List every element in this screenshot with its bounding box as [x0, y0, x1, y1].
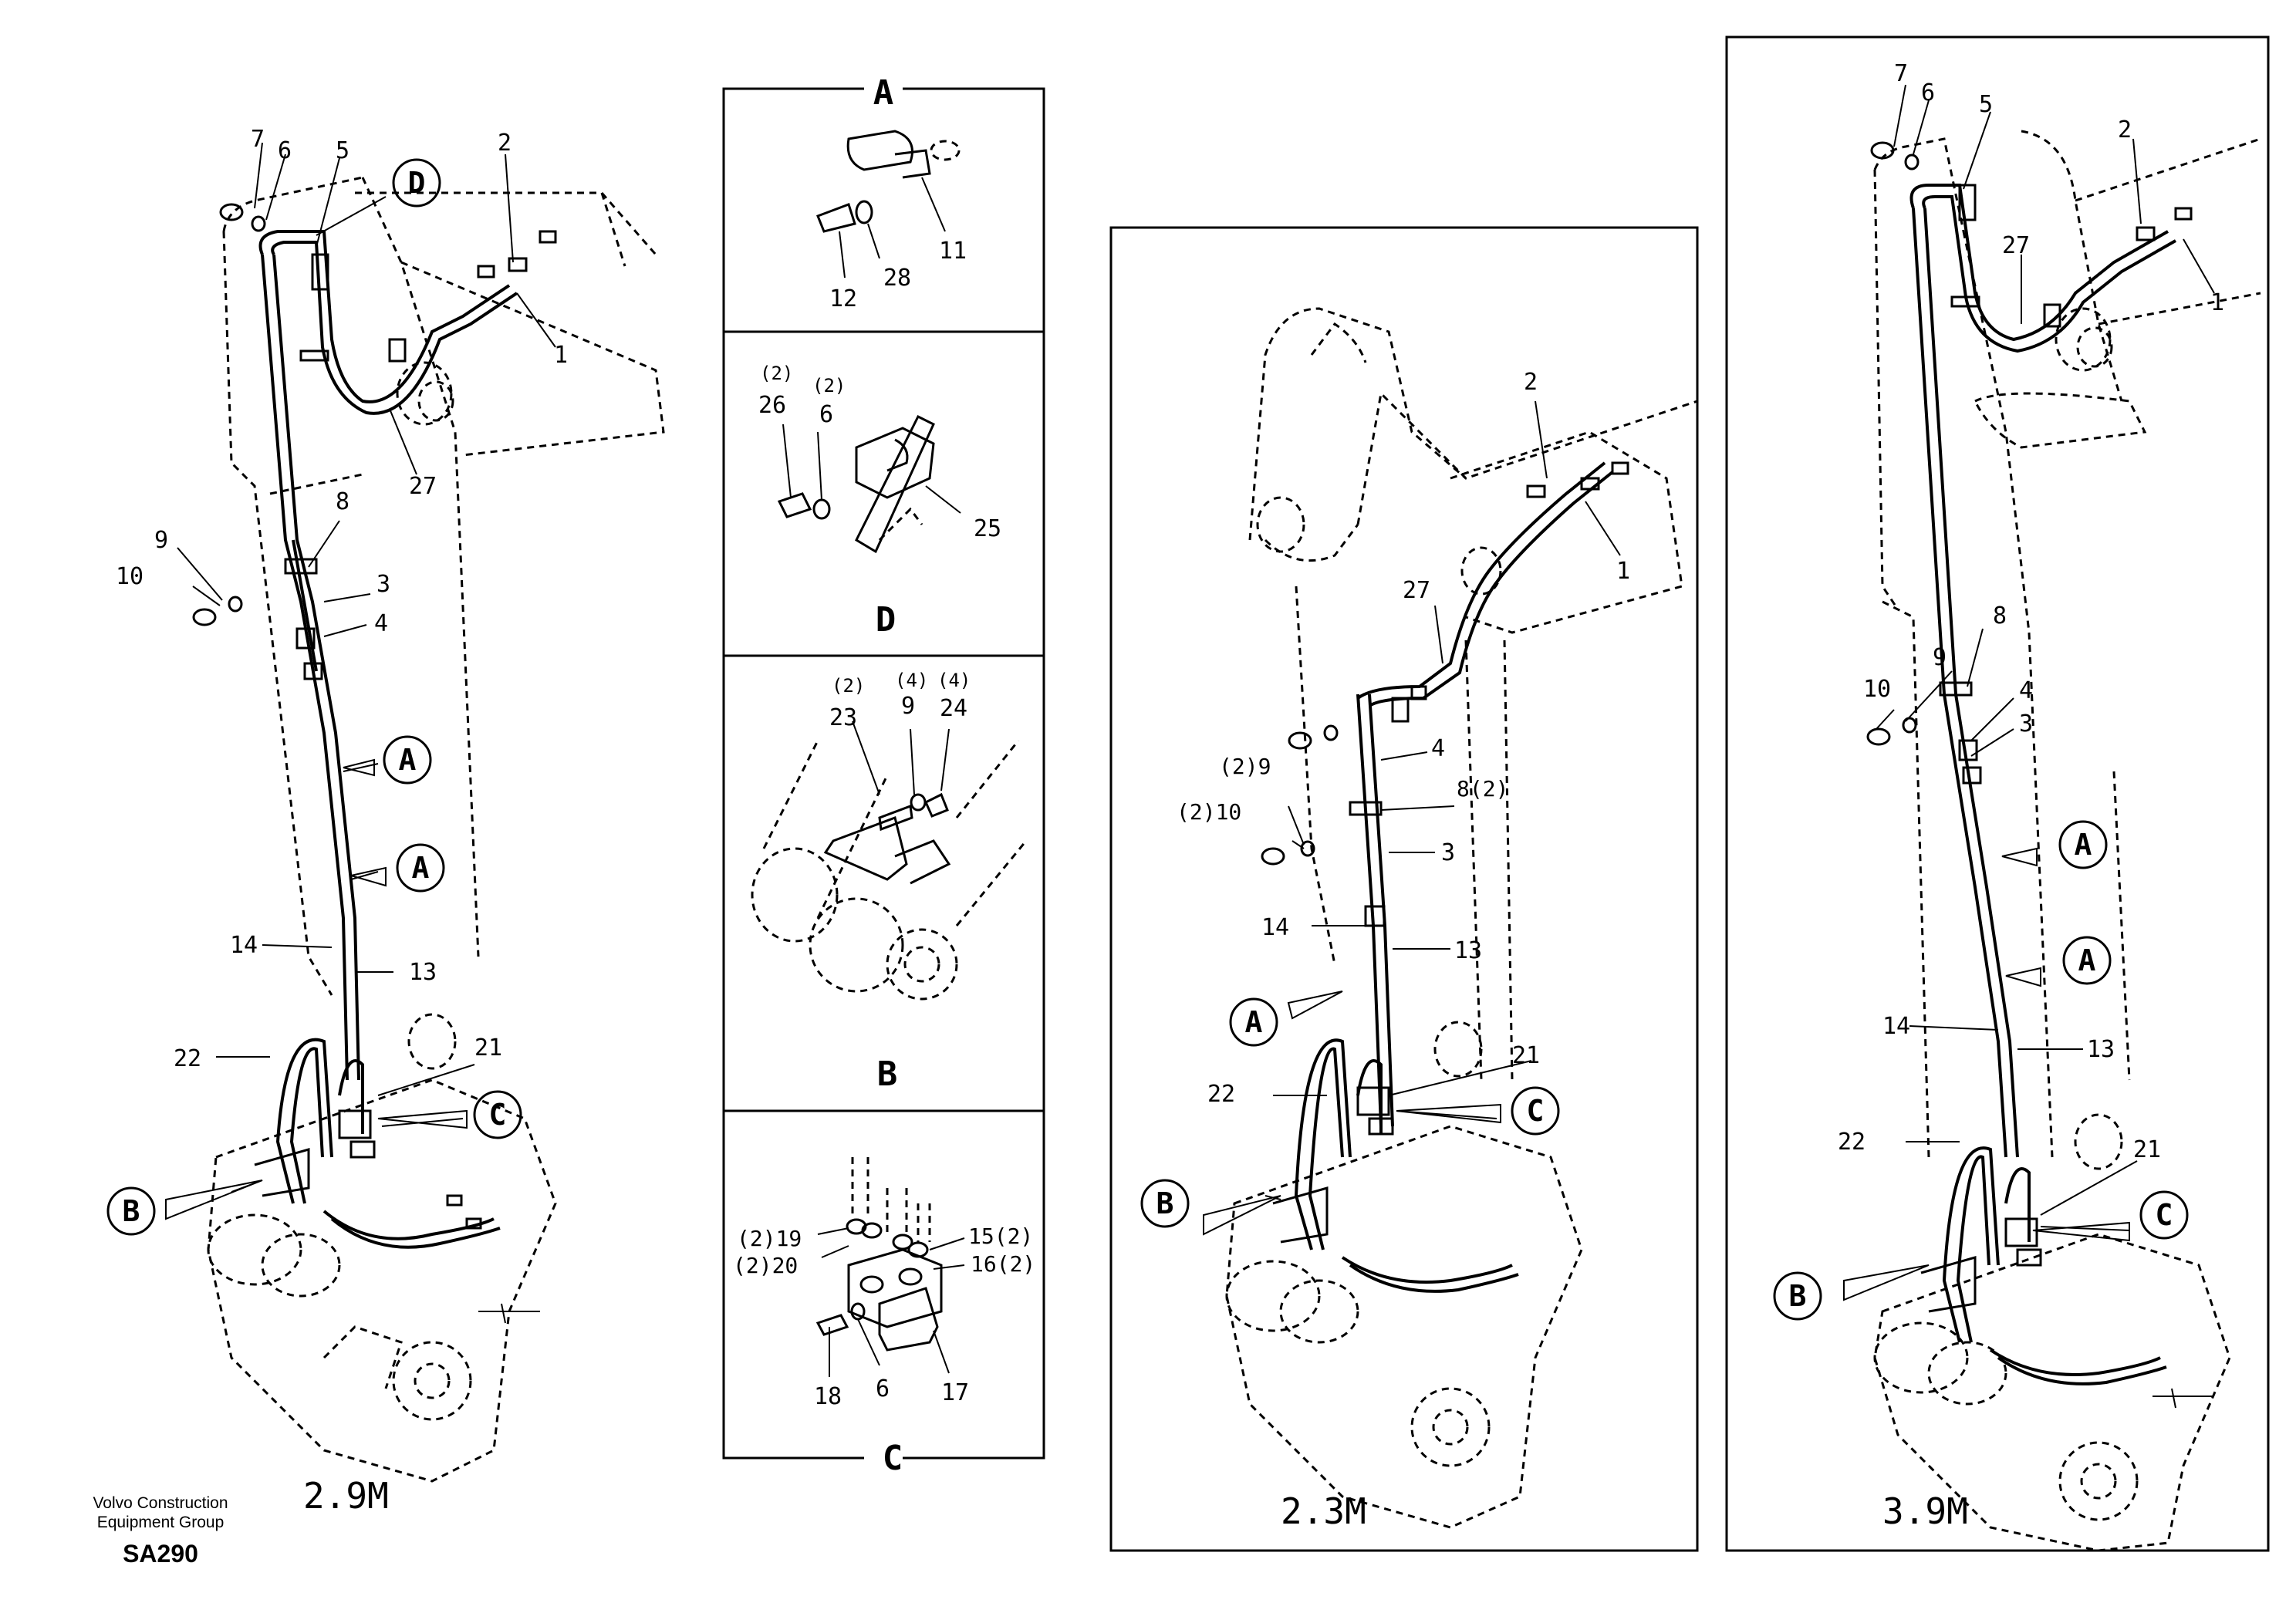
detail-b-label-23: 23 — [829, 704, 857, 731]
detail-b-qty-23: (2) — [832, 675, 865, 697]
label-9: 9 — [154, 527, 168, 554]
detail-d-label-25: 25 — [974, 515, 1001, 542]
v23-callout-a: A — [1245, 1005, 1263, 1039]
v23-label-21: 21 — [1512, 1042, 1540, 1069]
detail-b: (2) 23 (4) 9 (4) 24 B — [751, 670, 1028, 1094]
detail-a: A 11 12 28 — [816, 73, 967, 312]
label-22: 22 — [174, 1045, 201, 1072]
footer-company-line1: Volvo Construction — [93, 1494, 228, 1512]
v39-label-6: 6 — [1921, 79, 1935, 106]
detail-d-qty-26: (2) — [760, 363, 793, 384]
detail-c-label-6: 6 — [876, 1375, 890, 1402]
detail-d: (2) 26 (2) 6 25 D — [758, 363, 1001, 640]
detail-b-qty-9: (4) — [895, 670, 928, 691]
label-4: 4 — [374, 610, 388, 637]
v23-callout-b: B — [1156, 1186, 1174, 1220]
label-1: 1 — [554, 342, 568, 369]
v23-label-9: (2)9 — [1219, 754, 1271, 779]
v39-label-21: 21 — [2133, 1136, 2161, 1163]
v39-label-7: 7 — [1894, 60, 1908, 87]
detail-b-label-9: 9 — [901, 693, 915, 720]
detail-a-label-28: 28 — [883, 265, 911, 292]
v23-callout-c: C — [1527, 1094, 1545, 1128]
detail-c-label-17: 17 — [941, 1379, 969, 1406]
label-2: 2 — [498, 130, 512, 157]
v39-label-2: 2 — [2118, 116, 2132, 143]
label-7: 7 — [251, 126, 265, 153]
v23-label-10: (2)10 — [1177, 799, 1241, 825]
view-title-2-3m: 2.3M — [1281, 1490, 1366, 1532]
v39-label-22: 22 — [1838, 1129, 1866, 1156]
footer-company-line2: Equipment Group — [97, 1514, 225, 1531]
label-10: 10 — [116, 563, 144, 590]
label-5: 5 — [336, 137, 349, 164]
detail-d-title: D — [876, 600, 896, 640]
detail-d-label-26: 26 — [758, 392, 786, 419]
detail-b-qty-24: (4) — [937, 670, 971, 691]
label-13: 13 — [409, 959, 437, 986]
v23-label-22: 22 — [1207, 1081, 1235, 1108]
v23-label-4: 4 — [1431, 735, 1445, 762]
view-2-3m: 2 1 27 4 (2)9 8(2) (2)10 3 14 13 A 21 22… — [1109, 226, 1699, 1552]
callout-c: C — [489, 1098, 507, 1132]
label-21: 21 — [474, 1034, 502, 1061]
label-8: 8 — [336, 488, 349, 515]
detail-a-title: A — [873, 73, 894, 113]
detail-c: (2)19 (2)20 15(2) 16(2) 18 6 17 C — [733, 1157, 1035, 1478]
detail-c-title: C — [883, 1439, 903, 1478]
detail-a-label-11: 11 — [939, 238, 967, 265]
detail-d-qty-6: (2) — [812, 375, 846, 397]
detail-c-label-15: 15(2) — [968, 1223, 1033, 1249]
details-panel: A 11 12 28 (2) 26 (2) 6 25 D — [722, 73, 1045, 1478]
v39-label-9: 9 — [1933, 644, 1947, 671]
v23-label-8: 8(2) — [1457, 776, 1508, 802]
view-3-9m: 7 6 5 2 27 1 8 9 4 10 3 A A 14 13 22 21 … — [1725, 35, 2270, 1552]
detail-d-label-6: 6 — [819, 401, 833, 428]
detail-b-label-24: 24 — [940, 695, 967, 722]
footer-code: SA290 — [123, 1540, 198, 1568]
label-6: 6 — [278, 137, 292, 164]
callout-b: B — [123, 1194, 140, 1228]
label-14: 14 — [230, 932, 258, 959]
v39-label-8: 8 — [1993, 602, 2007, 629]
detail-c-label-18: 18 — [814, 1383, 842, 1410]
v39-label-10: 10 — [1863, 676, 1891, 703]
callout-d: D — [408, 166, 426, 200]
detail-c-label-20: (2)20 — [733, 1253, 798, 1278]
v39-callout-a-2: A — [2078, 943, 2096, 977]
v39-label-4: 4 — [2019, 677, 2033, 704]
view-2-9m: 7 6 5 D 2 1 27 8 9 10 3 4 A A 14 13 22 2… — [106, 126, 665, 1517]
label-3: 3 — [376, 571, 390, 598]
v23-label-2: 2 — [1524, 369, 1538, 396]
v23-label-1: 1 — [1616, 558, 1630, 585]
callout-a-1: A — [399, 743, 417, 777]
v23-label-14: 14 — [1261, 914, 1289, 941]
v23-label-27: 27 — [1403, 577, 1430, 604]
detail-c-label-16: 16(2) — [971, 1251, 1035, 1277]
callout-a-2: A — [412, 851, 430, 885]
v39-callout-a-1: A — [2075, 828, 2092, 862]
detail-c-label-19: (2)19 — [737, 1226, 802, 1251]
v39-label-14: 14 — [1882, 1013, 1910, 1040]
v39-callout-c: C — [2156, 1198, 2173, 1232]
label-27: 27 — [409, 473, 437, 500]
v23-label-3: 3 — [1441, 839, 1455, 866]
view-title-2-9m: 2.9M — [303, 1475, 389, 1517]
v39-label-13: 13 — [2087, 1036, 2115, 1063]
view-title-3-9m: 3.9M — [1882, 1490, 1968, 1532]
detail-b-title: B — [877, 1055, 898, 1094]
v39-label-5: 5 — [1979, 91, 1993, 118]
detail-a-label-12: 12 — [829, 285, 857, 312]
v39-label-27: 27 — [2002, 232, 2030, 259]
v23-label-13: 13 — [1454, 937, 1482, 964]
v39-label-3: 3 — [2019, 710, 2033, 737]
v39-label-1: 1 — [2210, 289, 2224, 316]
v39-callout-b: B — [1789, 1279, 1807, 1313]
